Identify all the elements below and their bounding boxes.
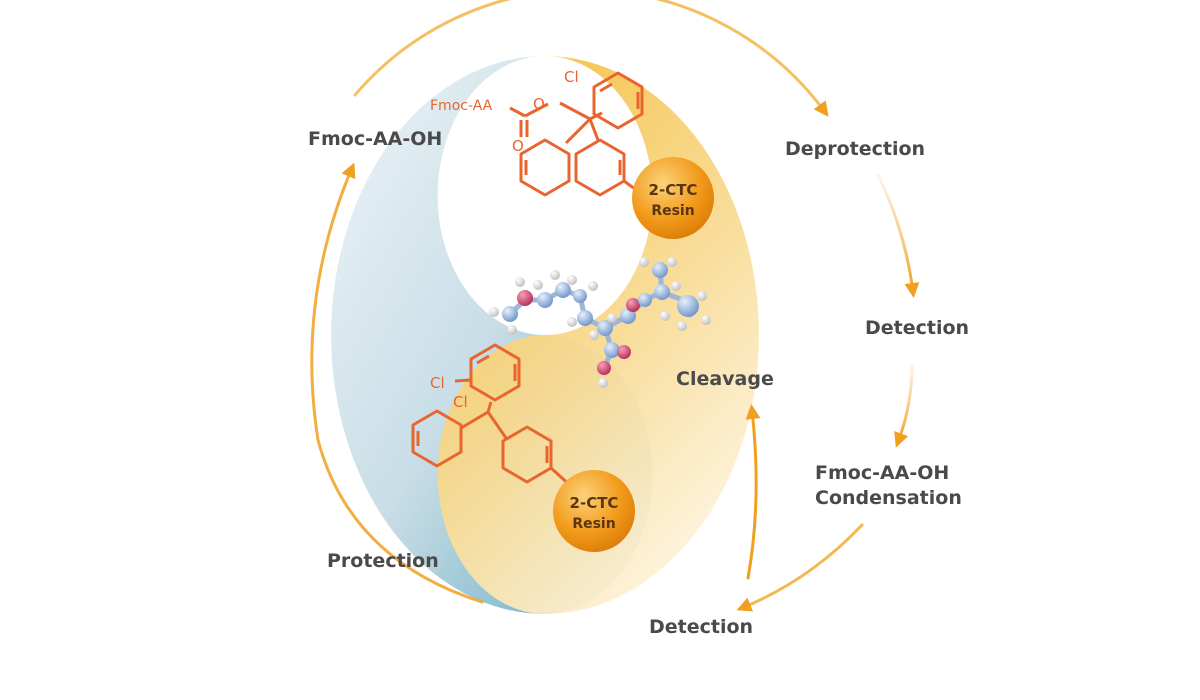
label-start-fmoc-aa-oh: Fmoc-AA-OH: [308, 128, 443, 150]
arrow-to-condensation: [894, 363, 914, 448]
label-detection-1: Detection: [865, 317, 970, 339]
label-cleavage: Cleavage: [676, 368, 774, 390]
bottom-ring-chloro-label: Cl: [430, 374, 445, 392]
phenyl-ring-left-bottom: [411, 409, 463, 468]
label-deprotection: Deprotection: [785, 138, 926, 160]
arrow-to-start: [310, 162, 484, 604]
top-molecule: [509, 71, 651, 202]
arrow-to-detection-1: [876, 173, 920, 298]
resin-bottom-line1: 2-CTC: [570, 494, 619, 512]
arrow-to-detection-2: [736, 523, 864, 612]
resin-bottom-line2: Resin: [572, 516, 615, 532]
chlorophenyl-ring-top: [592, 71, 644, 130]
resin-top-line1: 2-CTC: [649, 181, 698, 199]
arrow-to-deprotection: [353, 0, 829, 117]
chlorophenyl-ring-bottom: [469, 343, 521, 402]
resin-top-line2: Resin: [651, 203, 694, 219]
arrow-to-cleavage: [745, 404, 761, 580]
cycle-arrows: [310, 0, 920, 612]
phenyl-ring-left-top: [519, 138, 571, 197]
fmoc-aa-substituent: Fmoc-AA: [430, 98, 493, 114]
peptide-model: [489, 257, 711, 388]
phenyl-ring-right-top: [574, 138, 626, 197]
label-condensation-line1: Fmoc-AA-OH: [815, 462, 950, 484]
label-condensation-line2: Condensation: [815, 487, 962, 509]
phenyl-ring-right-bottom: [501, 425, 553, 484]
resin-bead-bottom: 2-CTC Resin: [553, 470, 635, 552]
ester-oxygen-label: O: [533, 95, 545, 113]
top-chloro-label: Cl: [564, 68, 579, 86]
resin-bead-top: 2-CTC Resin: [632, 157, 714, 239]
bottom-center-chloro-label: Cl: [453, 393, 468, 411]
label-protection: Protection: [327, 550, 439, 572]
label-detection-2: Detection: [649, 616, 754, 638]
carbonyl-oxygen-label: O: [512, 137, 524, 155]
